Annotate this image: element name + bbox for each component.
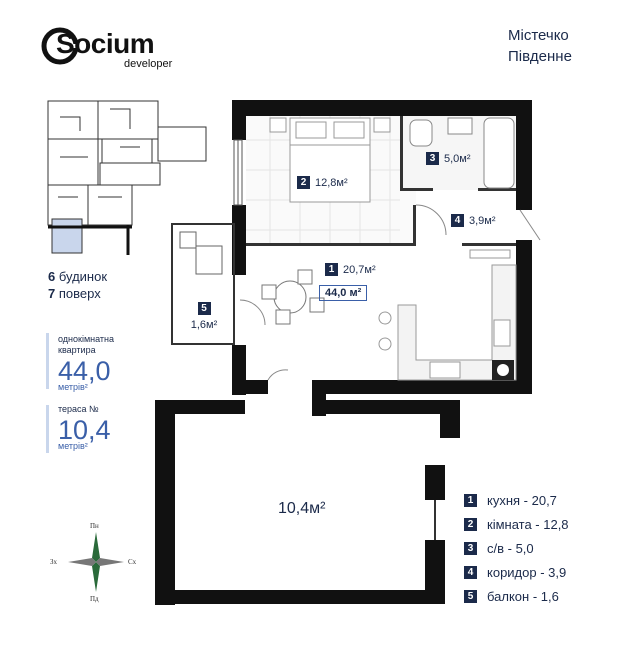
legend-item-5: 5 балкон - 1,6 bbox=[464, 588, 569, 612]
brand-name: Socium bbox=[56, 28, 155, 59]
compass-s: Пд bbox=[90, 595, 99, 603]
floor-line: 7 поверх bbox=[48, 285, 107, 302]
room-label-4: 4 3,9м² bbox=[451, 214, 496, 227]
legend-item-4: 4 коридор - 3,9 bbox=[464, 564, 569, 588]
room-badge-3: 3 bbox=[426, 152, 439, 165]
room-label-1: 1 20,7м² bbox=[325, 263, 376, 276]
room-legend: 1 кухня - 20,7 2 кімната - 12,8 3 с/в - 5,0… bbox=[464, 492, 569, 612]
terrace-kpi: тераса № 10,4 метрів² bbox=[58, 404, 178, 451]
logo-ring-icon bbox=[41, 27, 80, 65]
brand-logo: Socium developer bbox=[40, 24, 180, 74]
room-area-5: 1,6м² bbox=[190, 319, 218, 331]
compass-n: Пн bbox=[90, 522, 99, 530]
floor-label: поверх bbox=[58, 286, 101, 301]
terrace-area-label: 10,4м² bbox=[278, 500, 326, 517]
room-badge-4: 4 bbox=[451, 214, 464, 227]
apartment-label: однокімнатна квартира bbox=[58, 334, 115, 355]
building-floor-info: 6 будинок 7 поверх bbox=[48, 268, 107, 302]
room-badge-2: 2 bbox=[297, 176, 310, 189]
legend-badge-3: 3 bbox=[464, 542, 477, 556]
room-area-3: 5,0м² bbox=[444, 152, 471, 165]
building-line: 6 будинок bbox=[48, 268, 107, 285]
room-label-5: 5 1,6м² bbox=[186, 302, 222, 331]
apartment-unit: метрів² bbox=[58, 382, 88, 392]
total-area-box: 44,0 м² bbox=[319, 285, 368, 301]
terrace-label: тераса № bbox=[58, 404, 99, 414]
room-label-3: 3 5,0м² bbox=[426, 152, 471, 165]
legend-text-3: с/в - 5,0 bbox=[487, 540, 534, 556]
legend-text-1: кухня - 20,7 bbox=[487, 492, 557, 508]
location-line2: Південне bbox=[508, 48, 572, 65]
compass-rose-icon bbox=[68, 532, 124, 592]
room-area-4: 3,9м² bbox=[469, 214, 496, 227]
room-badge-5: 5 bbox=[197, 302, 211, 315]
legend-text-5: балкон - 1,6 bbox=[487, 588, 559, 604]
terrace-kpi-bar bbox=[46, 405, 49, 453]
terrace-unit: метрів² bbox=[58, 441, 88, 451]
room-label-2: 2 12,8м² bbox=[297, 176, 348, 189]
apartment-kpi-bar bbox=[46, 333, 49, 389]
legend-badge-4: 4 bbox=[464, 566, 477, 580]
apartment-area: 44,0 bbox=[58, 356, 111, 386]
compass: Пн Пд Сх Зх bbox=[50, 520, 140, 610]
legend-text-4: коридор - 3,9 bbox=[487, 564, 567, 580]
building-number: 6 bbox=[48, 269, 56, 284]
room-badge-1: 1 bbox=[325, 263, 338, 276]
legend-text-2: кімната - 12,8 bbox=[487, 516, 569, 532]
compass-e: Сх bbox=[128, 558, 137, 566]
brand-sub: developer bbox=[124, 58, 173, 70]
room-area-2: 12,8м² bbox=[315, 176, 348, 189]
terrace-area: 10,4 bbox=[58, 415, 111, 445]
legend-badge-2: 2 bbox=[464, 518, 477, 532]
room-area-1: 20,7м² bbox=[343, 263, 376, 276]
legend-item-2: 2 кімната - 12,8 bbox=[464, 516, 569, 540]
legend-item-3: 3 с/в - 5,0 bbox=[464, 540, 569, 564]
building-minimap bbox=[47, 100, 207, 255]
floor-number: 7 bbox=[48, 286, 56, 301]
building-label: будинок bbox=[58, 269, 108, 284]
legend-item-1: 1 кухня - 20,7 bbox=[464, 492, 569, 516]
location-title: Містечко Південне bbox=[508, 25, 572, 67]
compass-w: Зх bbox=[50, 558, 58, 566]
location-line1: Містечко bbox=[508, 27, 569, 44]
legend-badge-5: 5 bbox=[464, 590, 477, 604]
legend-badge-1: 1 bbox=[464, 494, 477, 508]
apartment-kpi: однокімнатна квартира 44,0 метрів² bbox=[58, 334, 178, 392]
